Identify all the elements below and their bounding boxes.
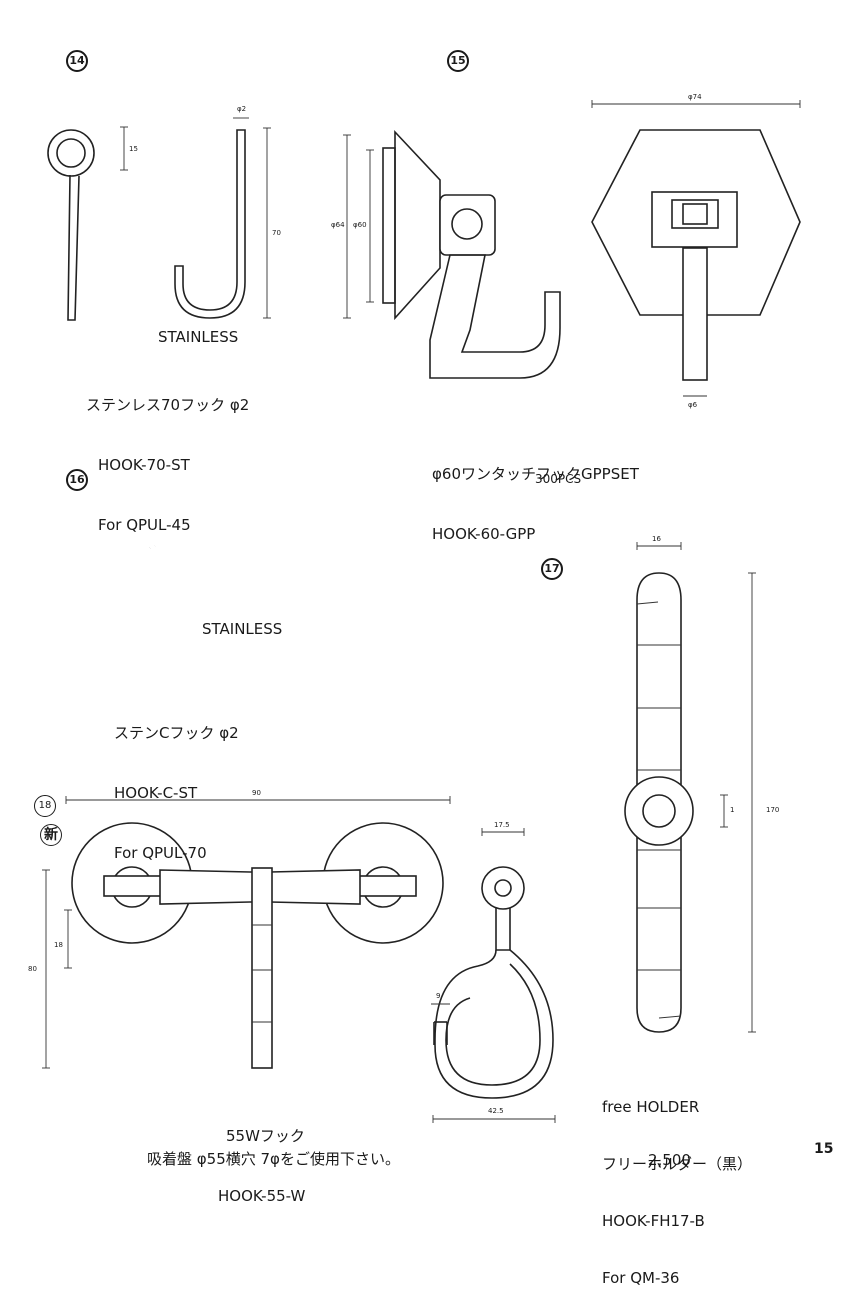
item-15-dim-6: φ6 <box>688 401 698 409</box>
one-touch-hook-60-drawing <box>343 100 801 397</box>
item-16-number-badge: 16 <box>66 469 88 491</box>
item-18-number-badge: 18 <box>34 795 56 817</box>
item-18-caption-line: HOOK-55-W <box>218 1187 306 1205</box>
stainless-c-hook-drawing <box>133 542 189 640</box>
page-number: 15 <box>814 1141 834 1157</box>
item-15-caption-line: φ60ワンタッチフックGPPSET <box>432 465 639 483</box>
item-14-number-badge: 14 <box>66 50 88 72</box>
item-17-price: 2,500 <box>648 1151 691 1169</box>
item-17-dim-small: 1 <box>730 806 735 814</box>
item-14-dim-ring: 15 <box>129 145 138 153</box>
item-18-dim-90: 90 <box>252 789 261 797</box>
item-16-caption-line: ステンCフック φ2 <box>114 724 239 742</box>
item-16-caption-line: HOOK-C-ST <box>114 784 198 802</box>
item-18-note: 吸着盤 φ55横穴 7φをご使用下さい。 <box>147 1150 400 1168</box>
item-14-stainless-label: STAINLESS <box>158 328 239 346</box>
item-15-dim-74: φ74 <box>688 93 702 101</box>
item-15-number-badge: 15 <box>447 50 469 72</box>
item-15-quantity: 300PCS <box>535 472 582 486</box>
item-17-caption-line: HOOK-FH17-B <box>602 1212 705 1230</box>
item-15-dim-60: φ60 <box>353 221 367 229</box>
item-15-caption-line: HOOK-60-GPP <box>432 525 536 543</box>
item-17-caption: free HOLDER フリーホルダー（黒） HOOK-FH17-B For Q… <box>602 1060 752 1307</box>
item-14-dim-length: 70 <box>272 229 281 237</box>
item-15-caption: φ60ワンタッチフックGPPSET HOOK-60-GPP <box>432 424 639 564</box>
item-18-new-mark: 新 <box>40 824 62 846</box>
catalog-drawings <box>42 100 801 1123</box>
item-16-caption: ステンCフック φ2 HOOK-C-ST For QPUL-70 <box>114 683 239 883</box>
item-17-dim-width: 16 <box>652 535 661 543</box>
item-18-dim-9: 9 <box>436 992 441 1000</box>
item-17-caption-line: free HOLDER <box>602 1098 700 1116</box>
item-18-dim-17-5: 17.5 <box>494 821 510 829</box>
item-16-caption-line: For QPUL-70 <box>114 844 207 862</box>
item-18-dim-18: 18 <box>54 941 63 949</box>
item-17-caption-line: For QM-36 <box>602 1269 680 1287</box>
item-18-dim-80: 80 <box>28 965 37 973</box>
item-15-dim-64: φ64 <box>331 221 345 229</box>
item-14-caption-line: ステンレス70フック φ2 <box>86 396 250 414</box>
item-17-dim-length: 170 <box>766 806 780 814</box>
item-17-number-badge: 17 <box>541 558 563 580</box>
item-18-caption-line: 55Wフック <box>226 1127 305 1145</box>
free-holder-drawing <box>624 542 756 1033</box>
item-14-dim-diameter: φ2 <box>237 105 247 113</box>
item-14-caption-line: For QPUL-45 <box>98 516 191 534</box>
item-14-caption-line: HOOK-70-ST <box>98 456 190 474</box>
stainless-hook-70-drawing <box>47 117 271 321</box>
item-14-caption: ステンレス70フック φ2 HOOK-70-ST For QPUL-45 <box>86 355 249 555</box>
item-17-caption-line: フリーホルダー（黒） <box>602 1155 753 1173</box>
item-18-dim-42-5: 42.5 <box>488 1107 504 1115</box>
hook-55w-drawing <box>42 796 556 1123</box>
item-16-stainless-label: STAINLESS <box>202 620 283 638</box>
